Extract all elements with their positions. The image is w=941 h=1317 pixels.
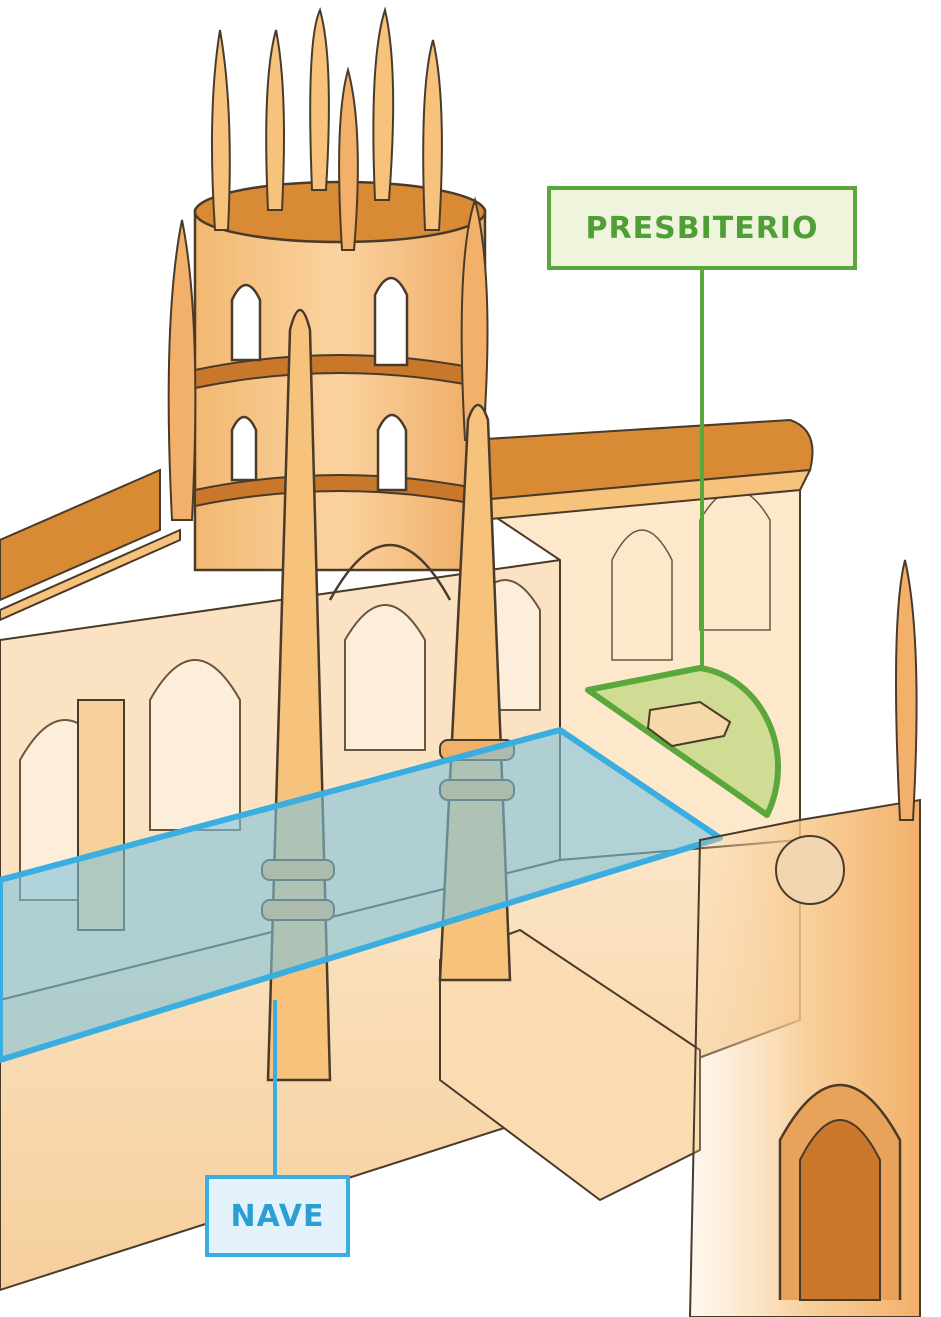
lantern-tower [167, 6, 489, 601]
nave-label: NAVE [205, 1175, 350, 1257]
nave-roof [0, 418, 814, 622]
west-facade [688, 559, 921, 1317]
presbiterio-label: PRESBITERIO [547, 186, 857, 270]
presbiterio-highlight [585, 270, 781, 818]
altar [646, 700, 732, 748]
